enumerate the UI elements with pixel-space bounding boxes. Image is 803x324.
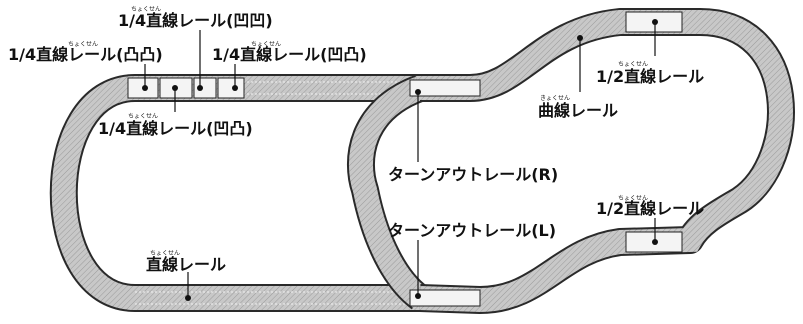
ruby-chokusen-1: ちょくせん (131, 6, 161, 13)
ruby-chokusen-5: ちょくせん (618, 61, 648, 68)
label-quarter-straight-female-male-top: 1/4直線レール(凹凸) (212, 45, 367, 64)
turnout-l-block (409, 289, 481, 307)
label-curve-rail: 曲線レール (538, 101, 618, 120)
label-straight-rail: 直線レール (146, 255, 226, 274)
ruby-chokusen-6: ちょくせん (618, 195, 648, 202)
label-quarter-straight-male-male: 1/4直線レール(凸凸) (8, 45, 163, 64)
ruby-chokusen-4: ちょくせん (128, 113, 158, 120)
label-turnout-right: ターンアウトレール(R) (388, 165, 558, 184)
ruby-chokusen-7: ちょくせん (150, 250, 180, 257)
label-turnout-left: ターンアウトレール(L) (388, 221, 556, 240)
right-s-loop-track (419, 8, 795, 314)
ruby-chokusen-3: ちょくせん (251, 41, 281, 48)
quarter-rail-block-4 (217, 77, 245, 99)
label-half-straight-top: 1/2直線レール (596, 67, 704, 86)
ruby-kyokusen: きょくせん (540, 95, 570, 102)
turnout-r-block (409, 79, 481, 97)
part-labels: 1/4直線レール(凹凹) 1/4直線レール(凸凸) 1/4直線レール(凹凸) 1… (8, 11, 704, 274)
inner-loop-track (346, 74, 429, 310)
ruby-chokusen-2: ちょくせん (68, 41, 98, 48)
ruby-annotations: ちょくせん ちょくせん ちょくせん ちょくせん ちょくせん きょくせん ちょくせ… (68, 6, 648, 257)
label-quarter-straight-female-female: 1/4直線レール(凹凹) (118, 11, 273, 30)
leader-lines (142, 19, 658, 301)
label-half-straight-bottom: 1/2直線レール (596, 199, 704, 218)
label-quarter-straight-female-male-bottom: 1/4直線レール(凹凸) (98, 119, 253, 138)
